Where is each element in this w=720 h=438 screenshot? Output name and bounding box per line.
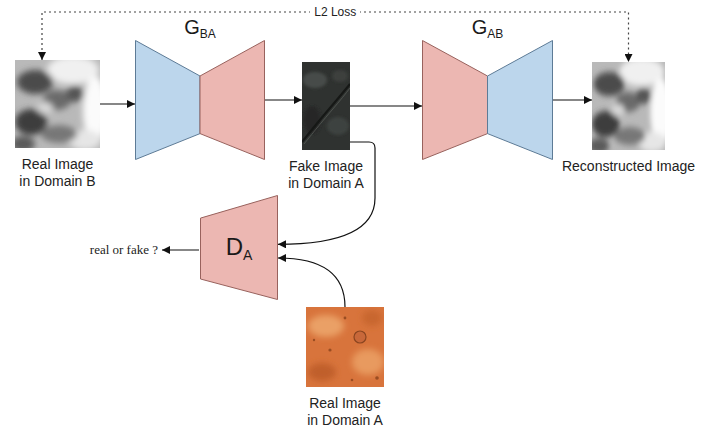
image-caption: Fake Image in Domain A: [286, 158, 366, 192]
generator-node: GBA: [135, 40, 265, 160]
image-node: Real Image in Domain B: [15, 60, 100, 148]
symbol-subscript: BA: [200, 27, 216, 41]
symbol-letter: G: [472, 16, 488, 38]
trapezoid-half: [136, 41, 201, 160]
image-node: Real Image in Domain A: [306, 307, 384, 387]
edge-label: L2 Loss: [310, 5, 360, 19]
caption-text: Fake Image in Domain A: [286, 158, 366, 192]
symbol-letter: D: [226, 233, 243, 260]
image-caption: Reconstructed Image: [562, 158, 695, 175]
image-caption: Real Image in Domain A: [305, 395, 385, 429]
arrow-connector: [553, 99, 592, 100]
output-label: real or fake ?: [90, 242, 158, 258]
encoder-decoder-shape: [422, 40, 553, 160]
trapezoid-half: [488, 41, 553, 160]
cloud-image: [15, 60, 100, 148]
generator-node: GAB: [422, 40, 553, 160]
dark-terrain-image: [302, 62, 350, 150]
discriminator-label: DA: [226, 234, 253, 260]
image-node: Reconstructed Image: [592, 62, 665, 150]
trapezoid-half: [423, 41, 488, 160]
symbol-subscript: A: [243, 247, 252, 263]
output-arrow: [162, 249, 199, 250]
generator-label: GAB: [472, 16, 504, 38]
caption-text: Real Image in Domain B: [18, 156, 98, 190]
symbol-letter: G: [184, 16, 200, 38]
arrow-connector: [100, 103, 135, 104]
discriminator-node: DA: [200, 195, 278, 300]
arrow-connector: [265, 99, 302, 100]
image-caption: Real Image in Domain B: [18, 156, 98, 190]
trapezoid-half: [201, 196, 278, 300]
encoder-decoder-shape: [135, 40, 265, 160]
caption-text: Reconstructed Image: [562, 158, 695, 175]
cloud-image: [592, 62, 665, 150]
arrow-connector: [278, 142, 375, 244]
arrow-connector: [278, 258, 345, 307]
trapezoid-half: [200, 41, 265, 160]
image-node: Fake Image in Domain A: [302, 62, 350, 150]
symbol-subscript: AB: [487, 27, 503, 41]
caption-text: Real Image in Domain A: [305, 395, 385, 429]
arrow-connector: [350, 105, 422, 106]
generator-label: GBA: [184, 16, 216, 38]
desert-image: [306, 307, 384, 387]
